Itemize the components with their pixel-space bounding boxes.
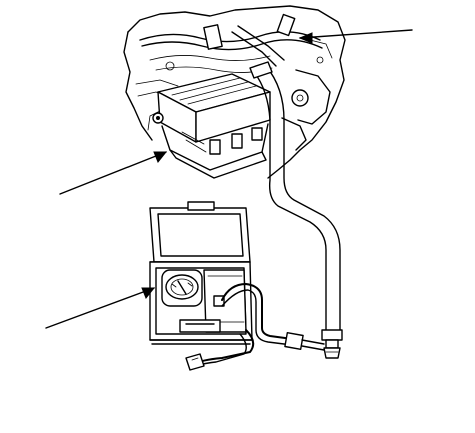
engine-bay	[123, 5, 346, 179]
callout-left-lower	[45, 287, 155, 329]
arrow-head-icon	[298, 32, 313, 44]
vacuum-gauge	[161, 269, 225, 307]
callout-leaders	[45, 29, 413, 329]
tester-hose	[185, 283, 325, 371]
evap-canister	[152, 73, 271, 179]
callout-upper-right	[299, 29, 413, 39]
callout-left-middle	[59, 151, 167, 195]
arrow-head-icon	[141, 287, 156, 299]
arrow-head-icon	[153, 151, 168, 163]
vacuum-hose	[249, 61, 343, 359]
